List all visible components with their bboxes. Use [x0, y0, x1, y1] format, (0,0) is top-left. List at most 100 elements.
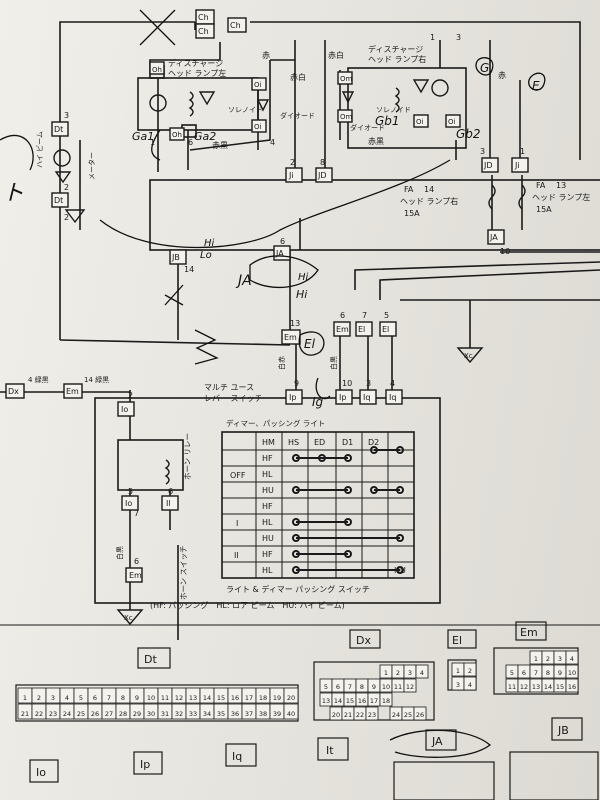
pin-num: 10: [342, 379, 352, 388]
em-connector-3: Em: [129, 571, 142, 580]
note-ja: JA: [235, 273, 252, 289]
conn-oh-1: Oh: [152, 66, 162, 74]
col-hm: HM: [262, 438, 275, 447]
wire-red-white-left: 赤白: [290, 72, 306, 82]
junction-ja-1: JA: [275, 249, 284, 258]
fuse14-code: FA: [404, 185, 414, 194]
col-hs: HS: [288, 438, 299, 447]
conn-om-2: Om: [340, 113, 353, 121]
em-pin: 4: [570, 655, 574, 663]
row-hf: HF: [262, 502, 273, 511]
pin-num: 6: [168, 487, 173, 496]
dt-pin: 39: [273, 710, 281, 718]
em-pin: 1: [534, 655, 538, 663]
dt-top: Dt: [54, 125, 63, 134]
em-pin: 15: [556, 683, 564, 691]
dt-pin: 21: [21, 710, 29, 718]
dx-pin: 23: [368, 711, 376, 719]
note-g: G: [480, 61, 489, 75]
dx-pin: 16: [358, 697, 366, 705]
dt-pin: 1: [23, 694, 27, 702]
dx-pin: 9: [372, 683, 376, 691]
handwritten-notes: Gb1 Gb2 Ga1 Ga2 JA Hi Hi Lo Hi El Ig E G…: [2, 61, 540, 409]
row-hl: HL: [262, 470, 273, 479]
dt-pin: 32: [175, 710, 183, 718]
note-hi-2: Hi: [298, 272, 309, 283]
dx-cell: [403, 678, 417, 693]
conn-oi-2: Oi: [254, 123, 262, 131]
pin-num: 3: [64, 111, 69, 120]
dx-pin: 22: [356, 711, 364, 719]
em-wire-color: 14 緑黒: [84, 375, 109, 384]
el-connector-2: El: [382, 325, 389, 334]
headlamp-left-title-2: ヘッド ランプ左: [168, 68, 226, 78]
pin-num: 7: [362, 311, 367, 320]
junction-jb: JB: [171, 253, 180, 262]
dx-pin: 14: [334, 697, 342, 705]
dt-pin: 25: [77, 710, 85, 718]
connector-boxes: [5, 9, 529, 583]
junction-ji-1: Ji: [288, 171, 294, 180]
fuse13-num: 13: [556, 181, 566, 190]
dt-pin: 24: [63, 710, 71, 718]
em-pin: 3: [558, 655, 562, 663]
top-labels: Ch Ch Ch ディスチャージ ヘッド ランプ左 ディスチャージ ヘッド ラン…: [35, 13, 520, 262]
dt-pin: 33: [189, 710, 197, 718]
switch-table-contacts: [292, 446, 404, 574]
high-beam-label: ハイ ビーム: [35, 131, 44, 168]
dx-cell: [415, 664, 429, 679]
xc-ground-right: Xc: [464, 352, 473, 360]
dx-pin: 18: [382, 697, 390, 705]
conn-oh-2: Oh: [172, 131, 182, 139]
dx-pin: 24: [392, 711, 400, 719]
fuse14-name: ヘッド ランプ右: [400, 196, 458, 206]
dt-pin: 34: [203, 710, 211, 718]
dt-pin: 28: [119, 710, 127, 718]
ch-3: Ch: [230, 21, 241, 30]
pin-num: 2: [128, 391, 133, 400]
legend-dx: Dx: [356, 634, 371, 647]
em-cell: [565, 650, 579, 665]
dx-pin: 4: [420, 669, 424, 677]
dt-pin: 30: [147, 710, 155, 718]
meter-label: メーター: [87, 152, 96, 180]
dt-pin: 5: [79, 694, 83, 702]
pin-num: 6: [134, 557, 139, 566]
ip-connector: Ip: [289, 393, 296, 402]
row-hu: HU: [262, 534, 274, 543]
pin-num: 7: [134, 509, 139, 518]
switch-table-labels: HM HS ED D1 D2 OFF I II HF HL HU HF HL H…: [150, 438, 406, 610]
headlamp-left-title-1: ディスチャージ: [168, 58, 223, 68]
pin-num: 6: [188, 138, 193, 147]
pin-num: 14: [184, 265, 194, 274]
col-ed: ED: [314, 438, 325, 447]
dt-pin: 38: [259, 710, 267, 718]
dx-wire-label: Dx: [8, 387, 19, 396]
dx-pin: 21: [344, 711, 352, 719]
dimmer-passing-light: ディマー、パッシング ライト: [226, 418, 325, 428]
em-pin: 13: [532, 683, 540, 691]
dt-cell: [283, 687, 299, 704]
dt-pin: 29: [133, 710, 141, 718]
em-pin: 7: [534, 669, 538, 677]
pin-num: 4: [270, 138, 275, 147]
note-el: El: [304, 337, 316, 351]
headlamp-right-title-1: ディスチャージ: [368, 44, 423, 54]
dx-wire-color: 4 緑黒: [28, 375, 49, 384]
wire-white-black: 白黒: [329, 356, 338, 370]
dx-pin: 15: [346, 697, 354, 705]
row-hu: HU: [262, 486, 274, 495]
fuse13-code: FA: [536, 181, 546, 190]
dt-cell: [283, 703, 299, 720]
em-cell: [565, 664, 579, 679]
dt-pin: 8: [121, 694, 125, 702]
dx-pin: 7: [348, 683, 352, 691]
em-pin: 11: [508, 683, 516, 691]
iq-connector: Iq: [363, 393, 370, 402]
dt-pin: 20: [287, 694, 295, 702]
dx-pin: 2: [396, 669, 400, 677]
fuse13-rating: 15A: [536, 205, 552, 214]
pin-num: 10: [500, 247, 510, 256]
dx-pin: 8: [360, 683, 364, 691]
note-lo: Lo: [200, 250, 212, 261]
